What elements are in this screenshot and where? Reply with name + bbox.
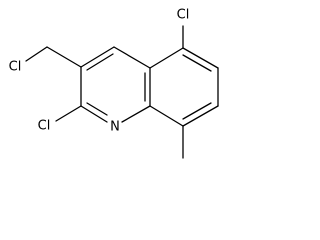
chemical-structure: Cl Cl Cl N (9, 8, 219, 159)
bond-c7-c8-inner (182, 102, 212, 120)
bond-c5-c6-inner (182, 54, 212, 72)
bond-c8-c8a (149, 105, 184, 127)
bond-c4-c3-inner (86, 53, 114, 71)
bond-n-c8a (121, 105, 151, 123)
bond-c4-c4a (113, 46, 151, 69)
bond-c2-n (80, 105, 108, 123)
atom-label-nitrogen: N (110, 120, 120, 135)
atom-label-cl-bottom: Cl (38, 119, 51, 134)
bond-ch2-cl (25, 46, 48, 62)
atom-label-cl-left: Cl (9, 60, 22, 75)
bond-c5-c6 (182, 47, 219, 69)
bond-c2-n-inner (86, 102, 108, 116)
bond-c3-ch2 (46, 46, 82, 68)
bond-c2-cl (55, 105, 82, 122)
bond-c4-c3 (80, 46, 115, 68)
bond-c7-c8 (182, 105, 219, 127)
atom-label-cl-top: Cl (177, 8, 190, 23)
bond-c4a-c5 (149, 47, 184, 69)
